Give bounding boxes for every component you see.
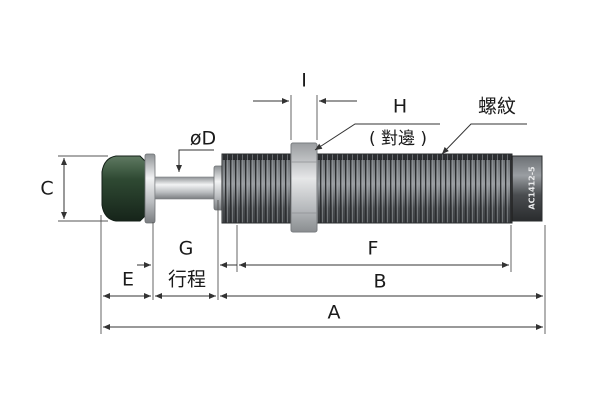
label-thread: 螺紋 [478,96,516,118]
label-g: G [179,238,194,260]
label-stroke: 行程 [168,269,206,291]
piston-rod [154,176,219,200]
label-i: I [301,70,307,92]
label-b: B [373,271,386,293]
label-h-sub: ( 對邊 ) [369,129,427,149]
dim-h-leader [314,123,440,151]
label-a: A [328,302,341,324]
thread-leader [441,123,527,155]
label-f: F [368,238,379,260]
body-end [511,155,543,222]
dimension-lines [58,95,546,334]
threaded-body [221,153,513,224]
label-c: C [40,178,53,200]
cap-flange [144,153,156,224]
dimension-labels: C øD I H ( 對邊 ) 螺紋 G F E 行程 B A [40,70,516,324]
shock-absorber: AC1412-5 [101,142,543,233]
label-e: E [122,269,134,291]
body-marking: AC1412-5 [528,166,537,210]
rubber-cap [101,155,147,222]
hex-nut [290,142,318,233]
label-h: H [393,96,407,118]
dim-d-leader [176,149,214,172]
label-d: øD [190,128,216,150]
